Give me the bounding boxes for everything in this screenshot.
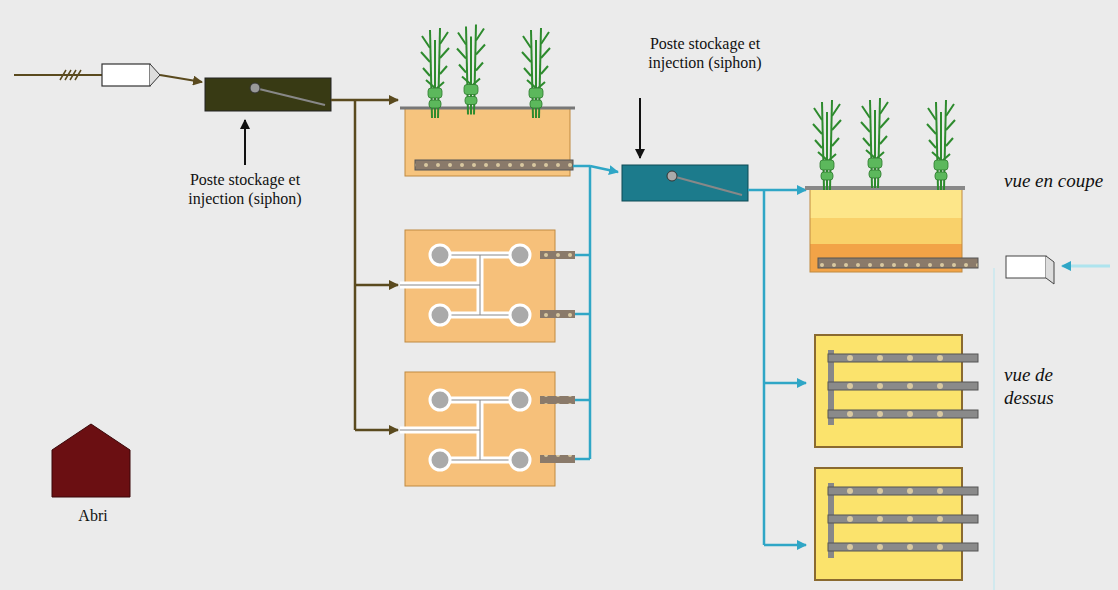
drain-pipe xyxy=(828,354,978,362)
drain-hole xyxy=(877,411,883,417)
siphon-tank xyxy=(622,165,748,201)
station-label: Poste stockage et injection (siphon) xyxy=(160,170,330,208)
drain-hole xyxy=(847,516,853,522)
drain-hole xyxy=(937,516,943,522)
drain-hole xyxy=(877,488,883,494)
drain-hole xyxy=(847,488,853,494)
feed-pipes xyxy=(748,190,806,545)
drain-hole xyxy=(937,488,943,494)
drain-pipe xyxy=(828,382,978,390)
drain-hole xyxy=(907,488,913,494)
filter-top xyxy=(400,372,575,486)
leader-arrow xyxy=(244,120,246,165)
leader-arrow xyxy=(639,98,641,158)
view-label: vue de dessus xyxy=(1004,364,1104,410)
siphon-tank xyxy=(205,78,331,111)
drain-hole xyxy=(877,544,883,550)
station-label: Poste stockage et injection (siphon) xyxy=(620,34,790,72)
drain-hole xyxy=(937,411,943,417)
drain-pipe xyxy=(828,515,978,523)
drain-hole xyxy=(937,383,943,389)
filter-top xyxy=(815,468,962,580)
outlet-pipes xyxy=(573,166,618,459)
inlet xyxy=(14,64,202,86)
drain-hole xyxy=(847,411,853,417)
drain-pipe xyxy=(828,543,978,551)
drain-pipe xyxy=(828,487,978,495)
drain-hole xyxy=(877,383,883,389)
drain-hole xyxy=(907,544,913,550)
filter-top xyxy=(815,335,962,447)
feed-pipes xyxy=(331,100,398,430)
drain-hole xyxy=(907,355,913,361)
drain-hole xyxy=(877,355,883,361)
filter-top xyxy=(400,230,575,342)
drain-hole xyxy=(877,516,883,522)
drain-hole xyxy=(907,411,913,417)
drain-hole xyxy=(937,355,943,361)
view-label: vue en coupe xyxy=(1004,170,1104,193)
drain-hole xyxy=(847,355,853,361)
building-label: Abri xyxy=(58,506,128,525)
drain-hole xyxy=(937,544,943,550)
drain-hole xyxy=(847,383,853,389)
filter-section xyxy=(400,25,575,177)
filter-section xyxy=(805,98,1110,590)
drain-hole xyxy=(907,516,913,522)
drain-hole xyxy=(907,383,913,389)
drain-pipe xyxy=(828,410,978,418)
drain-hole xyxy=(847,544,853,550)
shelter-house xyxy=(52,424,130,497)
